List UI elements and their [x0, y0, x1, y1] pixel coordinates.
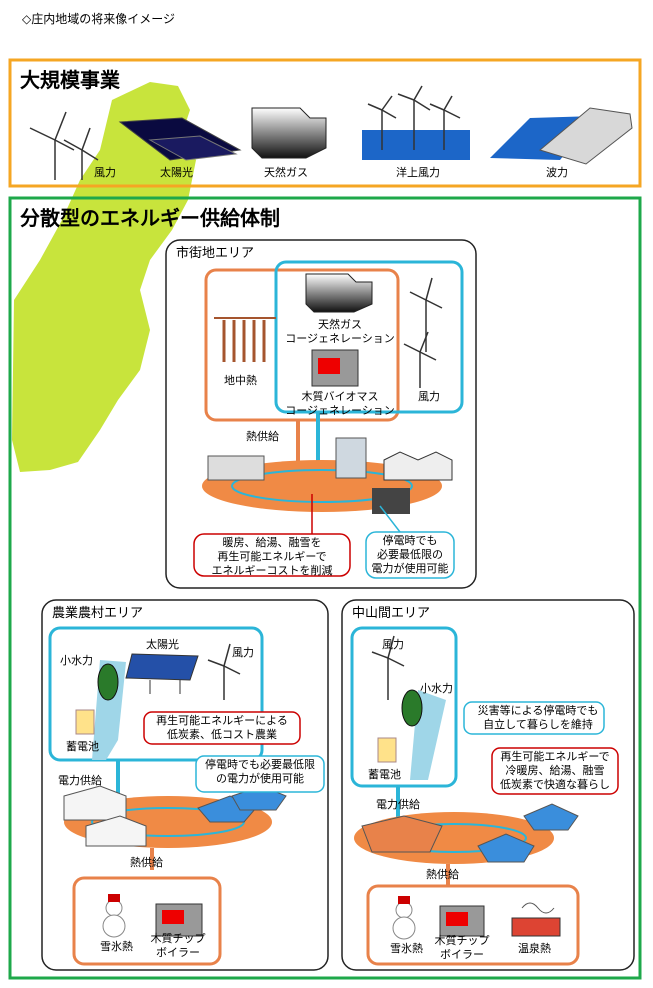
- rural-note-bottom-frame: [195, 755, 325, 793]
- rural-note-top: 再生可能エネルギーによる 低炭素、低コスト農業: [156, 714, 288, 741]
- urban-bio-cogen-label: 木質バイオマス コージェネレーション: [285, 390, 395, 417]
- mountain-snow-ice-label: 雪氷熱: [390, 942, 423, 955]
- rural-wind-label: 風力: [232, 646, 254, 659]
- urban-note-right-frame: [365, 531, 455, 579]
- mountain-houses-icon: [361, 803, 579, 863]
- mountain-note-top: 災害等による停電時でも 自立して暮らしを維持: [477, 704, 599, 731]
- urban-power-box: [274, 260, 464, 414]
- large-item-gas: 天然ガス: [264, 166, 308, 179]
- rural-snowman-icon: [102, 894, 126, 938]
- rural-battery-label: 蓄電池: [66, 740, 99, 753]
- mountain-small-hydro-label: 小水力: [420, 682, 453, 695]
- urban-buildings-icon: [207, 437, 453, 514]
- large-scale-frame: [8, 58, 642, 188]
- distributed-title: 分散型のエネルギー供給体制: [20, 206, 280, 230]
- rural-power-supply-label: 電力供給: [58, 774, 102, 787]
- page-title: ◇庄内地域の将来像イメージ: [22, 12, 175, 26]
- urban-note-left-frame: [193, 533, 351, 577]
- mountain-battery-icon: [377, 737, 397, 763]
- shonai-map-shape: [12, 82, 196, 472]
- mountain-battery-label: 蓄電池: [368, 768, 401, 781]
- rural-heat-box: [72, 876, 222, 966]
- solar-panel-icon: [118, 117, 242, 161]
- mountain-heat-supply-label: 熱供給: [426, 868, 459, 881]
- mountain-heat-box: [366, 884, 580, 966]
- large-item-wave: 波力: [546, 166, 568, 179]
- rural-solar-icon: [125, 653, 199, 694]
- rural-note-bottom: 停電時でも必要最低限 の電力が使用可能: [205, 758, 315, 785]
- mountain-hydro-wheel-icon: [401, 689, 423, 727]
- mountain-title: 中山間エリア: [352, 606, 431, 621]
- offshore-wind-icon: [362, 85, 470, 160]
- wind-turbine-icon: [29, 111, 99, 180]
- distributed-frame: [8, 196, 642, 980]
- large-item-offshore-wind: 洋上風力: [396, 166, 440, 179]
- urban-wind-icon: [403, 277, 443, 388]
- mountain-note-bottom: 再生可能エネルギーで 冷暖房、給湯、融雪 低炭素で快適な暮らし: [500, 750, 610, 791]
- urban-note-left: 暖房、給湯、融雪を 再生可能エネルギーで エネルギーコストを削減: [211, 536, 333, 577]
- mountain-snowman-icon: [392, 896, 416, 940]
- urban-title: 市街地エリア: [176, 246, 255, 261]
- rural-hydro-wheel-icon: [97, 663, 119, 701]
- mountain-power-supply-label: 電力供給: [376, 798, 420, 811]
- gas-cogen-icon: [305, 273, 373, 313]
- mountain-note-top-frame: [463, 701, 605, 735]
- mountain-wind-icon: [371, 635, 405, 700]
- urban-heat-supply-label: 熱供給: [246, 430, 279, 443]
- rural-small-hydro-label: 小水力: [60, 654, 93, 667]
- mountain-chip-boiler-label: 木質チップ ボイラー: [434, 934, 490, 961]
- geothermal-pipes-icon: [214, 317, 276, 362]
- gas-plant-icon: [251, 107, 327, 159]
- rural-chip-boiler-icon: [155, 903, 203, 937]
- rural-title: 農業農村エリア: [52, 606, 144, 621]
- urban-gas-cogen-label: 天然ガス コージェネレーション: [285, 318, 395, 345]
- rural-battery-icon: [75, 709, 95, 735]
- urban-wind-label: 風力: [418, 390, 440, 403]
- wave-power-icon: [490, 107, 633, 165]
- large-item-wind: 風力: [94, 166, 116, 179]
- mountain-chip-boiler-icon: [439, 905, 485, 937]
- mountain-wind-label: 風力: [382, 638, 404, 651]
- large-item-solar: 太陽光: [160, 166, 193, 179]
- mountain-note-bottom-frame: [491, 747, 619, 795]
- rural-power-box: [48, 626, 264, 762]
- hot-spring-icon: [511, 902, 561, 937]
- rural-chip-boiler-label: 木質チップ ボイラー: [150, 932, 206, 959]
- urban-geothermal-label: 地中熱: [224, 374, 257, 387]
- rural-solar-label: 太陽光: [146, 638, 179, 651]
- urban-heat-box: [204, 268, 400, 422]
- mountain-power-box: [350, 626, 458, 788]
- bio-cogen-icon: [311, 349, 359, 387]
- rural-note-top-frame: [143, 711, 301, 745]
- urban-note-right: 停電時でも 必要最低限の 電力が使用可能: [371, 534, 449, 575]
- large-scale-title: 大規模事業: [20, 68, 120, 92]
- rural-wind-icon: [207, 643, 241, 700]
- mountain-hot-spring-label: 温泉熱: [518, 942, 551, 955]
- rural-heat-supply-label: 熱供給: [130, 856, 163, 869]
- rural-snow-ice-label: 雪氷熱: [100, 940, 133, 953]
